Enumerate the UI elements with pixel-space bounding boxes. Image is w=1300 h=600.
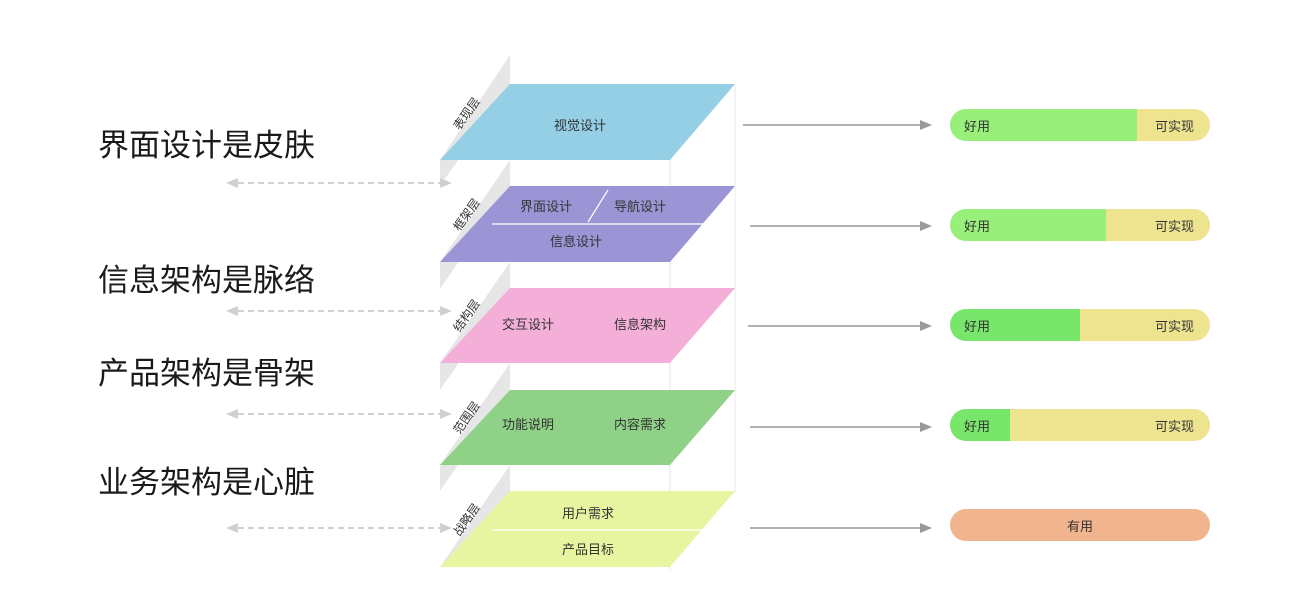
layer-divider	[587, 189, 609, 223]
feasible-segment: 可实现	[1009, 409, 1210, 441]
useful-label: 有用	[1066, 519, 1093, 535]
layer-item: 导航设计	[614, 199, 666, 215]
good-label: 好用	[964, 119, 991, 135]
evaluation-bar: 好用 可实现	[950, 109, 1210, 141]
feasible-label: 可实现	[1154, 419, 1194, 435]
feasible-label: 可实现	[1154, 319, 1194, 335]
layer-item: 信息架构	[614, 317, 666, 333]
good-segment: 好用	[950, 109, 1138, 141]
feasible-label: 可实现	[1154, 219, 1194, 235]
layer-plane	[440, 288, 735, 363]
layer-item: 交互设计	[502, 317, 554, 333]
layer-item: 界面设计	[520, 200, 572, 215]
evaluation-bar-useful: 有用	[950, 509, 1210, 541]
right-arrow	[748, 321, 932, 331]
feasible-segment: 可实现	[1080, 309, 1210, 341]
layer-item: 内容需求	[614, 417, 666, 433]
right-arrow	[743, 120, 932, 130]
good-label: 好用	[964, 419, 991, 435]
layer-presentation: 表现层 视觉设计	[440, 55, 735, 186]
dashed-double-arrow	[226, 306, 452, 316]
evaluation-bar: 好用 可实现	[950, 309, 1210, 341]
layer-scope: 范围层 功能说明 内容需求	[440, 363, 735, 491]
good-segment: 好用	[950, 409, 1010, 441]
layer-item: 功能说明	[502, 418, 554, 433]
layer-item: 信息设计	[550, 234, 602, 250]
good-label: 好用	[964, 219, 991, 235]
layer-structure: 结构层 交互设计 信息架构	[440, 262, 735, 390]
feasible-segment: 可实现	[1137, 109, 1210, 141]
layer-item: 产品目标	[562, 543, 614, 558]
left-label-veins: 信息架构是脉络	[98, 263, 315, 299]
left-dashed-arrows	[226, 178, 452, 533]
layer-item: 视觉设计	[554, 119, 606, 134]
right-arrow	[750, 422, 932, 432]
side-panel	[440, 465, 510, 567]
good-segment: 好用	[950, 309, 1080, 341]
useful-segment: 有用	[950, 509, 1210, 541]
evaluation-bar: 好用 可实现	[950, 209, 1210, 241]
left-label-heart: 业务架构是心脏	[98, 465, 315, 501]
good-label: 好用	[964, 319, 991, 335]
evaluation-bar: 好用 可实现	[950, 409, 1210, 441]
left-label-skeleton: 产品架构是骨架	[98, 356, 315, 392]
layer-plane	[440, 390, 735, 465]
dashed-double-arrow	[226, 523, 452, 533]
feasible-label: 可实现	[1154, 119, 1194, 135]
layer-framework: 框架层 界面设计 导航设计 信息设计	[440, 160, 735, 289]
layer-item: 用户需求	[562, 506, 614, 522]
dashed-double-arrow	[226, 409, 452, 419]
dashed-double-arrow	[226, 178, 452, 188]
layer-plane	[440, 84, 735, 160]
right-arrows	[743, 120, 932, 533]
layer-plane	[440, 491, 735, 567]
left-label-skin: 界面设计是皮肤	[98, 128, 315, 164]
right-arrow	[750, 523, 932, 533]
right-arrow	[750, 221, 932, 231]
good-segment: 好用	[950, 209, 1106, 241]
layer-strategy: 战略层 用户需求 产品目标	[440, 465, 735, 567]
feasible-segment: 可实现	[1106, 209, 1210, 241]
